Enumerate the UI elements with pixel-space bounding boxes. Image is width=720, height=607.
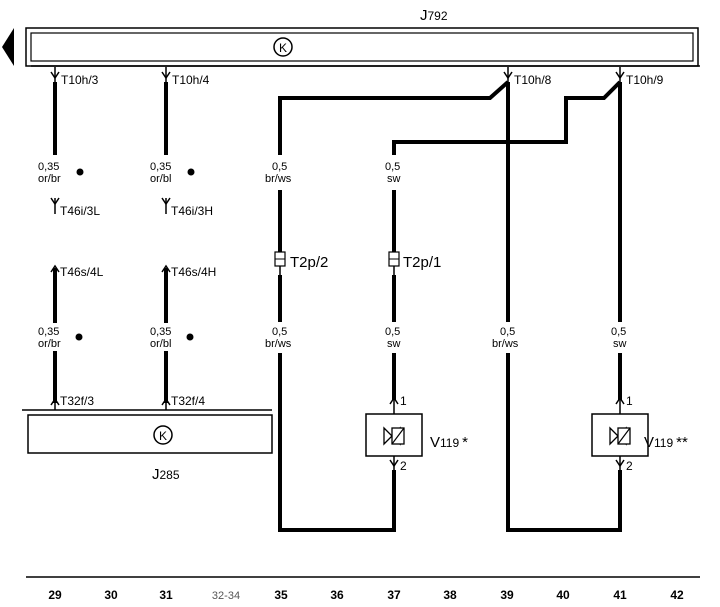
wire-color: or/bl (150, 173, 171, 185)
pin-label: 1 (400, 394, 407, 408)
wire-color: sw (387, 338, 401, 350)
wire-size: 0,35 (150, 161, 171, 173)
wire-color: or/bl (150, 338, 171, 350)
wire-color: sw (387, 173, 401, 185)
connector-symbol-t2p2 (274, 251, 286, 275)
wire-color: br/ws (265, 173, 292, 185)
connector-t32f4: T32f/4 (171, 394, 205, 408)
page-arrow-icon[interactable] (2, 28, 14, 66)
connector-t46i3h: T46i/3H (171, 204, 213, 218)
wire-color: or/br (38, 173, 61, 185)
track-number: 31 (159, 588, 173, 602)
track-number: 42 (670, 588, 684, 602)
connector-t46s4l: T46s/4L (60, 265, 104, 279)
wire-color: br/ws (265, 338, 292, 350)
wire-size: 0,5 (385, 161, 400, 173)
connector-t2p2: T2p/2 (290, 254, 328, 271)
connector-t10h9: T10h/9 (626, 73, 664, 87)
module-label-bottom: J285 (152, 466, 180, 483)
module-symbol: K (279, 41, 287, 55)
module-j792: K (25, 27, 700, 67)
connector-symbol-t2p1 (388, 251, 400, 275)
track-number: 30 (104, 588, 118, 602)
connector-t32f3: T32f/3 (60, 394, 94, 408)
wire-size: 0,5 (385, 326, 400, 338)
module-label-top: J792 (420, 7, 448, 24)
component-v119-a: V119* (430, 434, 468, 451)
wire-size: 0,5 (611, 326, 626, 338)
wire-size: 0,35 (38, 161, 59, 173)
connector-t46i3l: T46i/3L (60, 204, 100, 218)
wire-size: 0,35 (38, 326, 59, 338)
track-number: 38 (443, 588, 457, 602)
wire-size: 0,35 (150, 326, 171, 338)
track-number: 41 (613, 588, 627, 602)
track-number: 37 (387, 588, 401, 602)
track-number: 29 (48, 588, 62, 602)
track-number: 36 (330, 588, 344, 602)
track-number: 32-34 (212, 590, 240, 602)
track-number: 39 (500, 588, 514, 602)
module-symbol: K (159, 429, 167, 443)
wire-color: br/ws (492, 338, 519, 350)
connector-t10h4: T10h/4 (172, 73, 210, 87)
wire-color: or/br (38, 338, 61, 350)
component-v119-b: V119** (644, 434, 688, 451)
wire-size: 0,5 (500, 326, 515, 338)
valve-v119-a (365, 396, 423, 470)
pin-label: 1 (626, 394, 633, 408)
module-j285: K (22, 409, 273, 454)
connector-t2p1: T2p/1 (403, 254, 441, 271)
valve-v119-b (591, 396, 649, 470)
connector-t46s4h: T46s/4H (171, 265, 216, 279)
track-number: 35 (274, 588, 288, 602)
connector-t10h8: T10h/8 (514, 73, 552, 87)
wire-size: 0,5 (272, 161, 287, 173)
track-number: 40 (556, 588, 570, 602)
wire-color: sw (613, 338, 627, 350)
pin-label: 2 (400, 459, 407, 473)
wire-size: 0,5 (272, 326, 287, 338)
pin-label: 2 (626, 459, 633, 473)
connector-t10h3: T10h/3 (61, 73, 99, 87)
